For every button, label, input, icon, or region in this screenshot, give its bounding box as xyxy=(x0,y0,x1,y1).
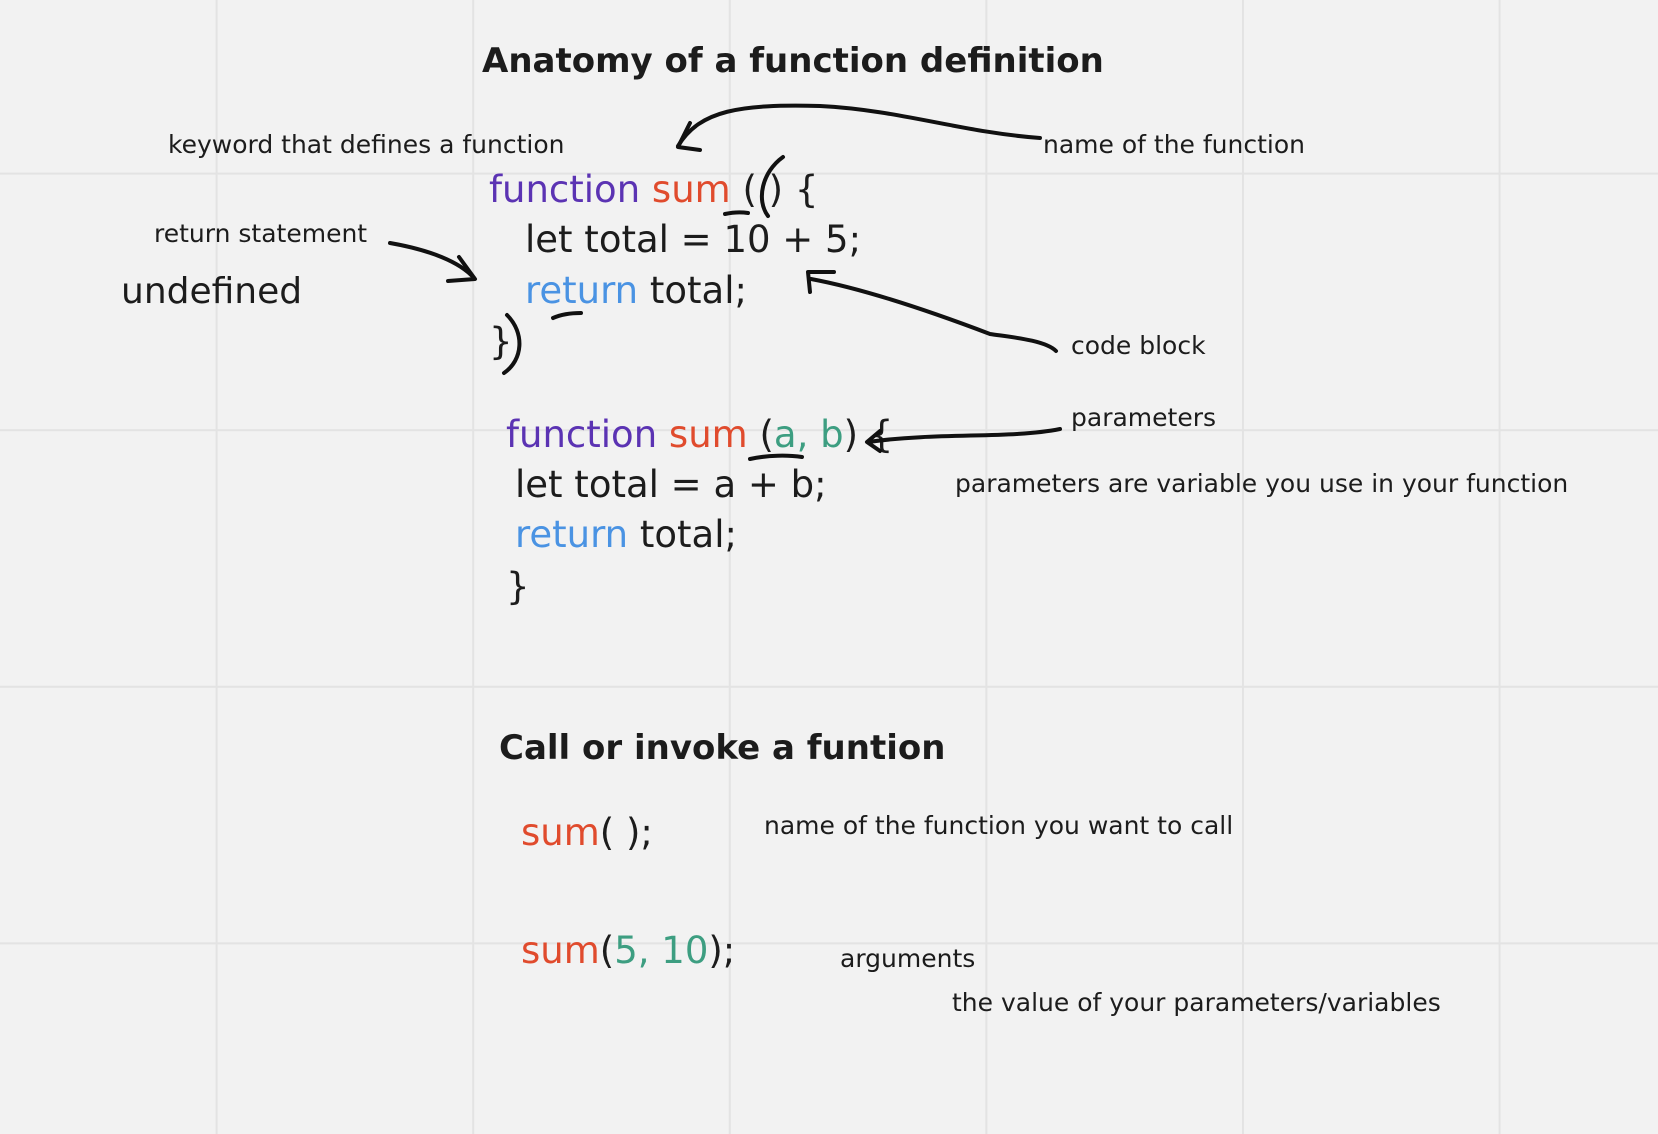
code2-return-rest: total; xyxy=(628,513,737,556)
code1-return-keyword: return xyxy=(525,269,639,312)
code1-return-rest: total; xyxy=(638,269,747,312)
anatomy-title: Anatomy of a function definition xyxy=(482,41,1104,81)
keyword-note: keyword that defines a function xyxy=(168,130,565,159)
parameters-arrow-head xyxy=(865,429,882,453)
parameters-description: parameters are variable you use in your … xyxy=(955,469,1569,498)
code2-open-paren: ( xyxy=(747,413,774,456)
arguments-description: the value of your parameters/variables xyxy=(952,988,1441,1017)
code1-function-name: sum xyxy=(651,168,731,211)
call2-function-name: sum xyxy=(521,929,600,972)
call1-rest: ( ); xyxy=(599,811,653,854)
code-block-note: code block xyxy=(1071,331,1206,360)
code2-signature-rest: ) { xyxy=(843,413,894,456)
code2-line2: let total = a + b; xyxy=(515,463,827,506)
code1-keyword: function xyxy=(489,168,641,211)
code1-line2: let total = 10 + 5; xyxy=(525,218,862,261)
return-dash-mark xyxy=(551,311,583,320)
return-statement-note: return statement xyxy=(154,219,368,248)
params-underline-mark xyxy=(748,453,804,461)
call2-arguments: 5, 10 xyxy=(614,929,709,972)
code2-keyword: function xyxy=(506,413,658,456)
paren-underline-mark xyxy=(723,210,750,216)
open-brace-bracket xyxy=(759,155,785,218)
name-arrow xyxy=(676,103,1042,148)
code2-parameters: a, b xyxy=(773,413,844,456)
invoke-title: Call or invoke a funtion xyxy=(499,728,946,768)
code1-signature: function sum ( ) { xyxy=(489,171,818,208)
parameters-note: parameters xyxy=(1071,403,1217,432)
call2: sum(5, 10); xyxy=(521,932,735,969)
code-block-arrow-head xyxy=(806,270,836,294)
arguments-note: arguments xyxy=(840,944,976,973)
code2-function-name: sum xyxy=(668,413,748,456)
call1: sum( ); xyxy=(521,814,653,851)
name-arrow-head xyxy=(676,121,702,152)
return-arrow-head xyxy=(446,255,477,283)
parameters-arrow xyxy=(866,427,1062,444)
undefined-note: undefined xyxy=(121,271,303,312)
code2-return-keyword: return xyxy=(515,513,629,556)
code-block-arrow xyxy=(809,277,1058,353)
call-function-name-note: name of the function you want to call xyxy=(764,811,1234,840)
code2-signature: function sum (a, b) { xyxy=(506,416,893,453)
call2-rest: ); xyxy=(708,929,736,972)
call2-open-paren: ( xyxy=(599,929,615,972)
code1-close-brace: } xyxy=(489,320,513,363)
code1-signature-rest: ( ) { xyxy=(730,168,819,211)
close-brace-bracket xyxy=(502,313,522,375)
code2-return-line: return total; xyxy=(515,516,737,553)
code2-close-brace: } xyxy=(506,565,530,608)
call1-function-name: sum xyxy=(521,811,600,854)
function-name-note: name of the function xyxy=(1043,130,1305,159)
code1-return-line: return total; xyxy=(525,272,747,309)
